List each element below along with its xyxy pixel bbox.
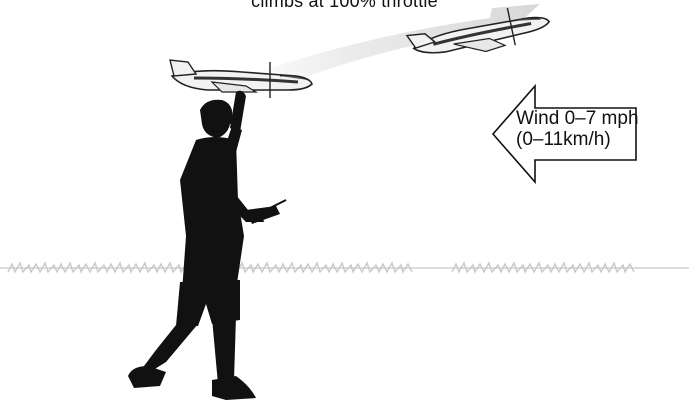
pilot-silhouette xyxy=(128,91,286,400)
wind-speed-mph: Wind 0–7 mph xyxy=(516,108,639,129)
wind-speed-label: Wind 0–7 mph (0–11km/h) xyxy=(516,108,639,150)
wind-speed-kmh: (0–11km/h) xyxy=(516,129,639,150)
caption-throttle: climbs at 100% throttle xyxy=(0,0,689,12)
grass-ground-line xyxy=(0,263,689,272)
